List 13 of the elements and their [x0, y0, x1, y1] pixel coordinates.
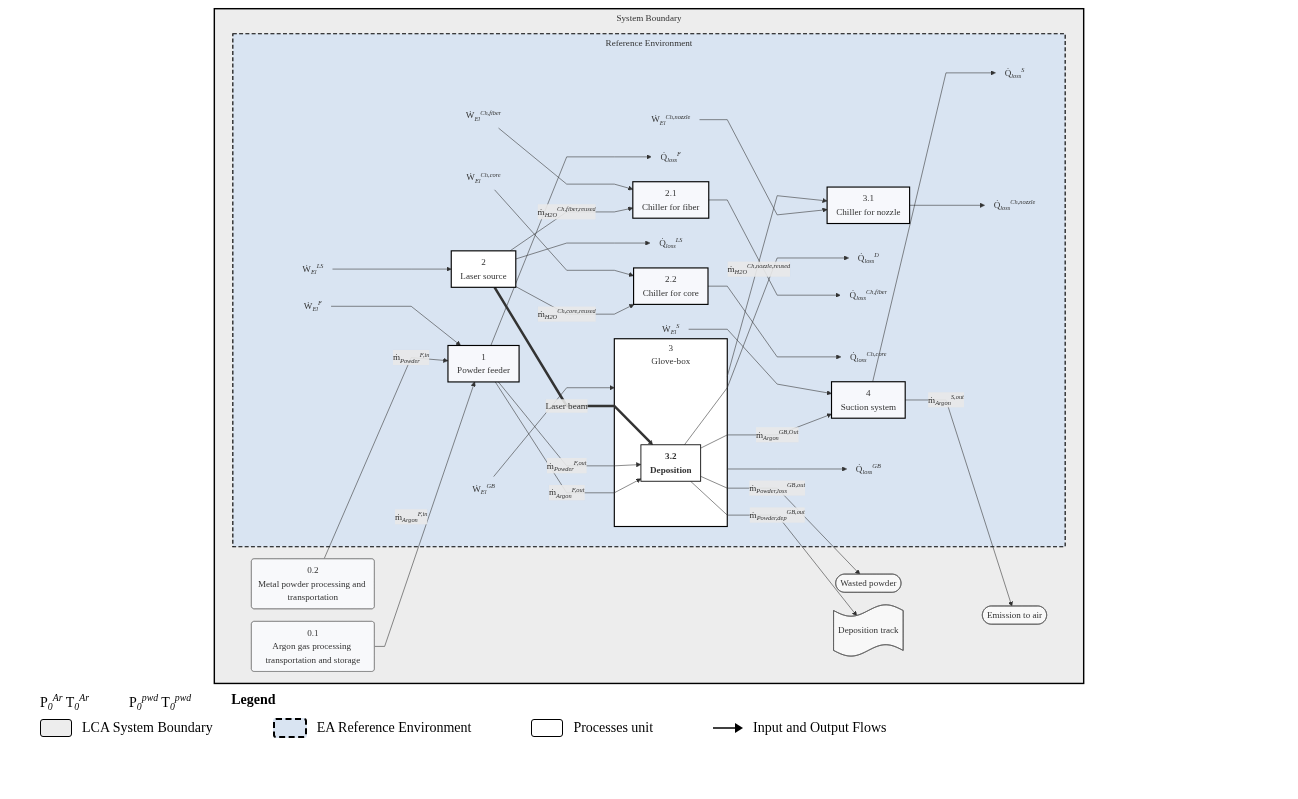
node-box: 2 Laser source — [450, 249, 517, 288]
legend-text: LCA System Boundary — [82, 720, 213, 737]
node-box: 2.1 Chiller for fiber — [632, 180, 710, 219]
node-box: 1 Powder feeder — [447, 344, 520, 382]
legend-text: Processes unit — [573, 720, 654, 737]
legend-heading: Legend — [231, 692, 276, 709]
node-box: 3.1 Chiller for nozzle — [826, 186, 911, 224]
legend-text: EA Reference Environment — [316, 720, 472, 737]
node-box: 4 Suction system — [830, 380, 906, 419]
node-box: 2.2 Chiller for core — [633, 266, 709, 305]
legend-text: Input and Output Flows — [753, 720, 887, 737]
node-box: 3.2 Deposition — [640, 443, 702, 482]
edge-label: Laser beam — [545, 400, 588, 411]
